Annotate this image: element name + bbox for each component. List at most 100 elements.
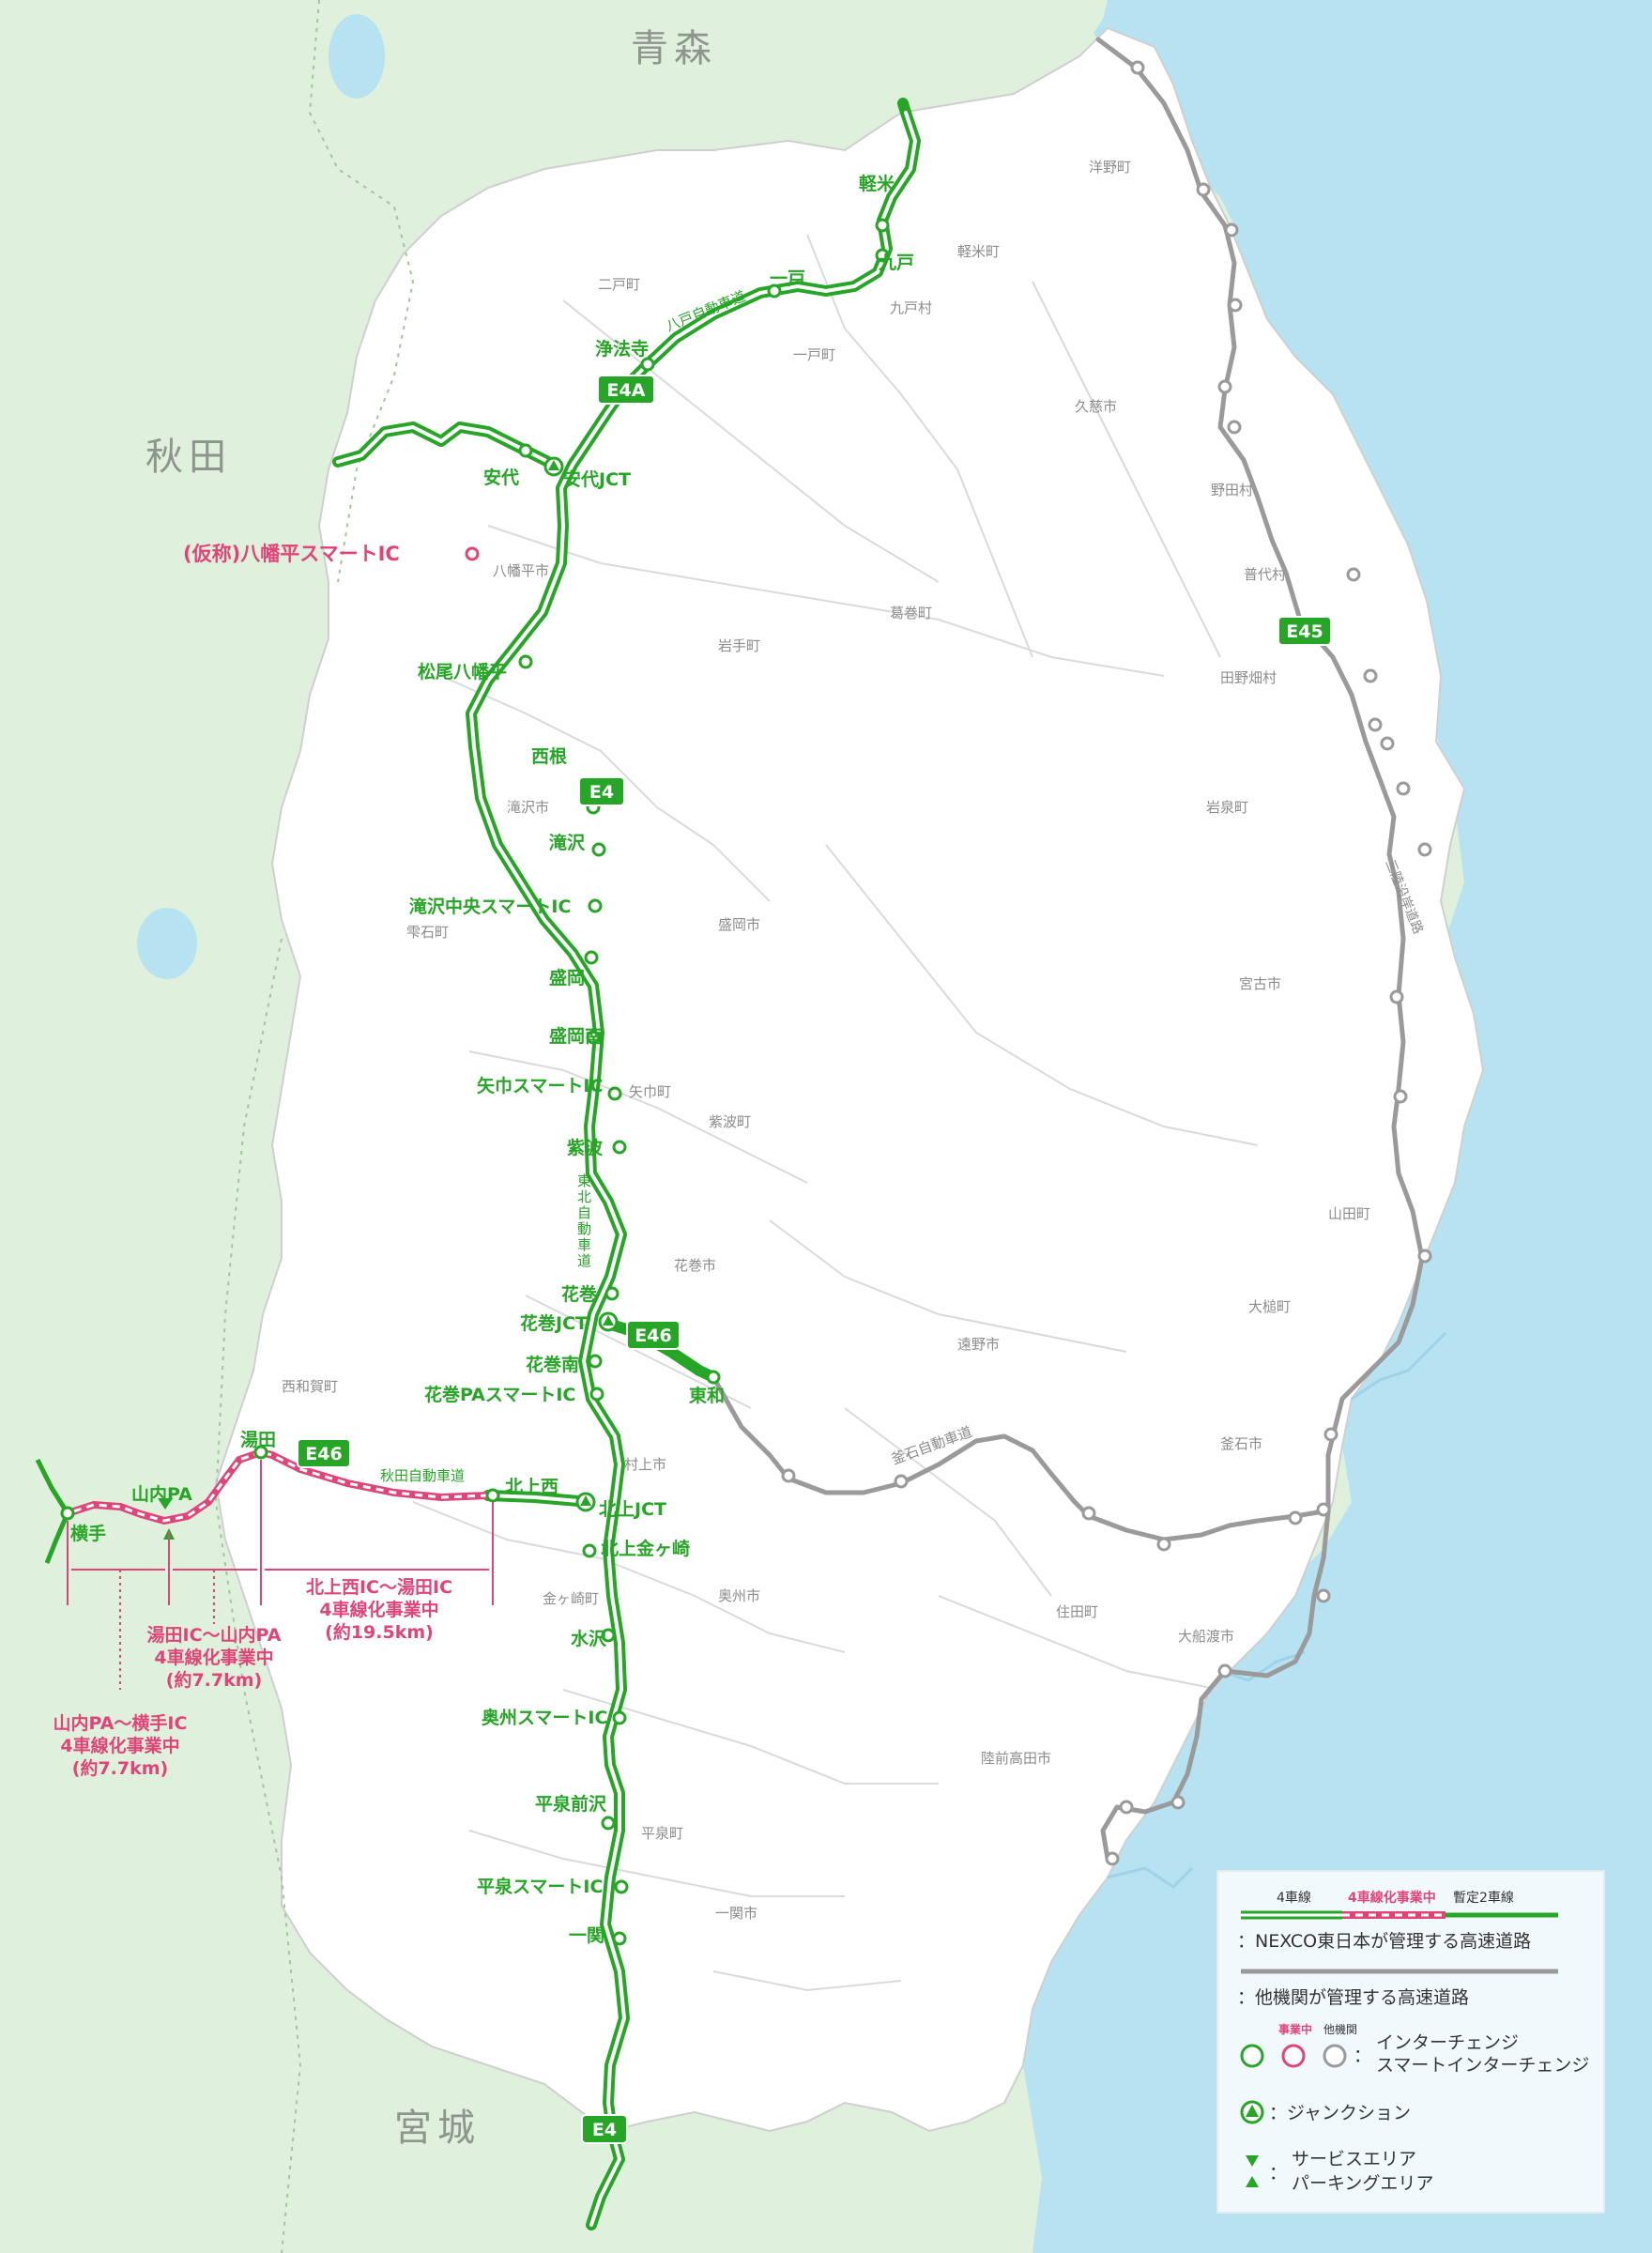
planned-smart-ic-marker xyxy=(465,546,480,561)
sign-e45: E45 xyxy=(1277,616,1332,646)
muni-yahaba: 矢巾町 xyxy=(629,1083,671,1100)
svg-text:E46: E46 xyxy=(635,1326,671,1346)
svg-text:車: 車 xyxy=(577,1236,591,1253)
akita-west-tail xyxy=(35,1458,70,1564)
svg-text:北: 北 xyxy=(577,1188,591,1205)
ic-hanamaki-pa-smart: 花巻PAスマートIC xyxy=(424,1384,575,1405)
muni-hachimantai: 八幡平市 xyxy=(493,562,549,579)
muni-tanohata: 田野畑村 xyxy=(1220,669,1277,686)
ic-hiraizumi-maesawa: 平泉前沢 xyxy=(535,1793,607,1815)
svg-text:道: 道 xyxy=(577,1252,591,1269)
muni-iwaizumi: 岩泉町 xyxy=(1206,799,1248,816)
legend-sa-icon xyxy=(1246,2155,1259,2167)
svg-text:北上西IC～湯田IC: 北上西IC～湯田IC xyxy=(306,1577,452,1598)
ic-kunohe: 九戸 xyxy=(878,253,914,273)
legend: 4車線 4車線化事業中 暫定2車線 ：NEXCO東日本が管理する高速道路 ：他機… xyxy=(1216,1870,1605,2214)
ic-ichinoseki: 一関 xyxy=(569,1925,604,1946)
ic-hanamaki: 花巻 xyxy=(561,1283,598,1305)
legend-junction: ：ジャンクション xyxy=(1269,2103,1411,2123)
ic-matsuo: 松尾八幡平 xyxy=(418,661,507,682)
ic-hanamaki-minami: 花巻南 xyxy=(526,1354,579,1375)
sign-e4a: E4A xyxy=(597,375,655,405)
kitakami-yuda-construction xyxy=(260,1448,489,1502)
legend-nexco-roads: ：NEXCO東日本が管理する高速道路 xyxy=(1237,1931,1531,1952)
ic-towa: 東和 xyxy=(689,1385,725,1406)
prefecture-akita: 秋田 xyxy=(145,436,232,479)
lake xyxy=(329,14,385,99)
muni-hirono: 洋野町 xyxy=(1089,159,1131,176)
svg-text:(約7.7km): (約7.7km) xyxy=(166,1669,262,1691)
municipality-labels: 洋野町 軽米町 九戸村 二戸町 一戸町 久慈市 野田村 普代村 田野畑村 八幡平… xyxy=(282,159,1370,1922)
muni-ichinohe: 一戸町 xyxy=(793,346,835,363)
legend-ic-grey xyxy=(1323,2044,1347,2068)
muni-hiraizumi: 平泉町 xyxy=(641,1825,683,1842)
svg-text:山内PA～横手IC: 山内PA～横手IC xyxy=(54,1712,188,1734)
muni-shiwa: 紫波町 xyxy=(709,1113,751,1130)
legend-two-lane: 暫定2車線 xyxy=(1453,1890,1514,1906)
muni-kuzumaki: 葛巻町 xyxy=(890,605,932,621)
route-signs: E4A E4 E46 E46 E45 E4 xyxy=(297,375,1332,2144)
muni-otsuchi: 大槌町 xyxy=(1248,1298,1291,1315)
ic-nishine: 西根 xyxy=(531,745,567,767)
ic-yokote: 横手 xyxy=(70,1523,106,1544)
svg-text:4車線化事業中: 4車線化事業中 xyxy=(60,1735,179,1756)
muni-miyako: 宮古市 xyxy=(1239,975,1281,992)
ic-ashiro: 安代 xyxy=(483,467,519,488)
note-yamauchi-yokote: 山内PA～横手IC 4車線化事業中 (約7.7km) xyxy=(54,1712,188,1779)
muni-kamaishi: 釜石市 xyxy=(1220,1435,1262,1452)
ic-labels: 軽米 九戸 一戸 浄法寺 安代 安代JCT (仮称)八幡平スマートIC 松尾八幡… xyxy=(70,173,914,1946)
legend-service-area: サービスエリア xyxy=(1292,2149,1416,2169)
legend-other-agency-tag: 他機関 xyxy=(1323,2022,1357,2036)
legend-ic-green xyxy=(1240,2044,1264,2068)
muni-ofunato: 大船渡市 xyxy=(1178,1628,1234,1645)
ic-takizawa: 滝沢 xyxy=(549,832,586,853)
muni-rikuzentakata: 陸前高田市 xyxy=(981,1750,1051,1767)
ic-ichinohe: 一戸 xyxy=(770,268,805,289)
construction-brackets xyxy=(67,1460,494,1690)
ic-shiwa: 紫波 xyxy=(567,1137,604,1158)
muni-ninohe: 二戸町 xyxy=(598,276,640,293)
yamauchi-pa-marker xyxy=(158,1498,173,1510)
svg-text:E4: E4 xyxy=(589,782,614,803)
muni-takizawa: 滝沢市 xyxy=(507,799,549,816)
legend-under-construction-tag: 事業中 xyxy=(1278,2022,1312,2036)
muni-karumai: 軽米町 xyxy=(957,243,1000,260)
ic-karumai: 軽米 xyxy=(859,173,895,194)
legend-other-roads: ：他機関が管理する高速道路 xyxy=(1237,1987,1469,2008)
note-kitakami-yuda: 北上西IC～湯田IC 4車線化事業中 (約19.5km) xyxy=(306,1577,452,1643)
other-agency-ic-markers xyxy=(781,60,1432,1866)
muni-yamada: 山田町 xyxy=(1328,1205,1370,1222)
svg-text:E4: E4 xyxy=(592,2120,617,2140)
ic-yuda: 湯田 xyxy=(240,1430,276,1450)
muni-iwate: 岩手町 xyxy=(718,637,760,654)
legend-ic-colon: ： xyxy=(1354,2046,1371,2066)
ic-morioka-minami: 盛岡南 xyxy=(549,1025,603,1047)
legend-four-lane-construction: 4車線化事業中 xyxy=(1348,1890,1436,1906)
legend-box xyxy=(1216,1870,1605,2214)
coast-detail xyxy=(1107,1331,1447,1889)
muni-morioka: 盛岡市 xyxy=(718,916,760,933)
ic-joboji: 浄法寺 xyxy=(595,338,649,360)
ic-mizusawa: 水沢 xyxy=(571,1628,607,1649)
ic-hachimantai-smart: (仮称)八幡平スマートIC xyxy=(183,543,400,565)
ic-kitakami-jct: 北上JCT xyxy=(599,1499,666,1520)
svg-text:(約7.7km): (約7.7km) xyxy=(72,1757,168,1779)
svg-text:4車線化事業中: 4車線化事業中 xyxy=(154,1647,273,1668)
lake xyxy=(137,908,197,979)
road-name-akita: 秋田自動車道 xyxy=(380,1467,465,1484)
svg-text:E45: E45 xyxy=(1286,621,1323,642)
sign-e46-east: E46 xyxy=(626,1320,681,1350)
ic-ashiro-jct: 安代JCT xyxy=(563,468,631,490)
ic-hiraizumi-smart: 平泉スマートIC xyxy=(477,1876,603,1897)
legend-sa-colon: ： xyxy=(1269,2163,1287,2184)
muni-oshu: 奥州市 xyxy=(718,1587,760,1604)
muni-kuji: 久慈市 xyxy=(1075,398,1117,415)
legend-interchange: インターチェンジ xyxy=(1376,2032,1519,2053)
svg-text:東: 東 xyxy=(577,1172,591,1189)
sanriku-road xyxy=(1095,37,1425,1862)
legend-pa-icon xyxy=(1246,2176,1259,2187)
svg-text:動: 動 xyxy=(577,1220,591,1237)
muni-sumita: 住田町 xyxy=(1056,1603,1098,1620)
municipal-borders xyxy=(412,234,1259,1992)
